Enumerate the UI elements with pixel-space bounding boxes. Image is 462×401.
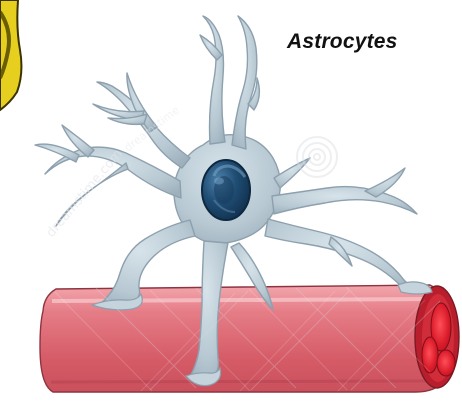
- corner-badge: [0, 0, 21, 110]
- diagram-title: Astrocytes: [287, 30, 398, 54]
- nucleus: [202, 160, 250, 220]
